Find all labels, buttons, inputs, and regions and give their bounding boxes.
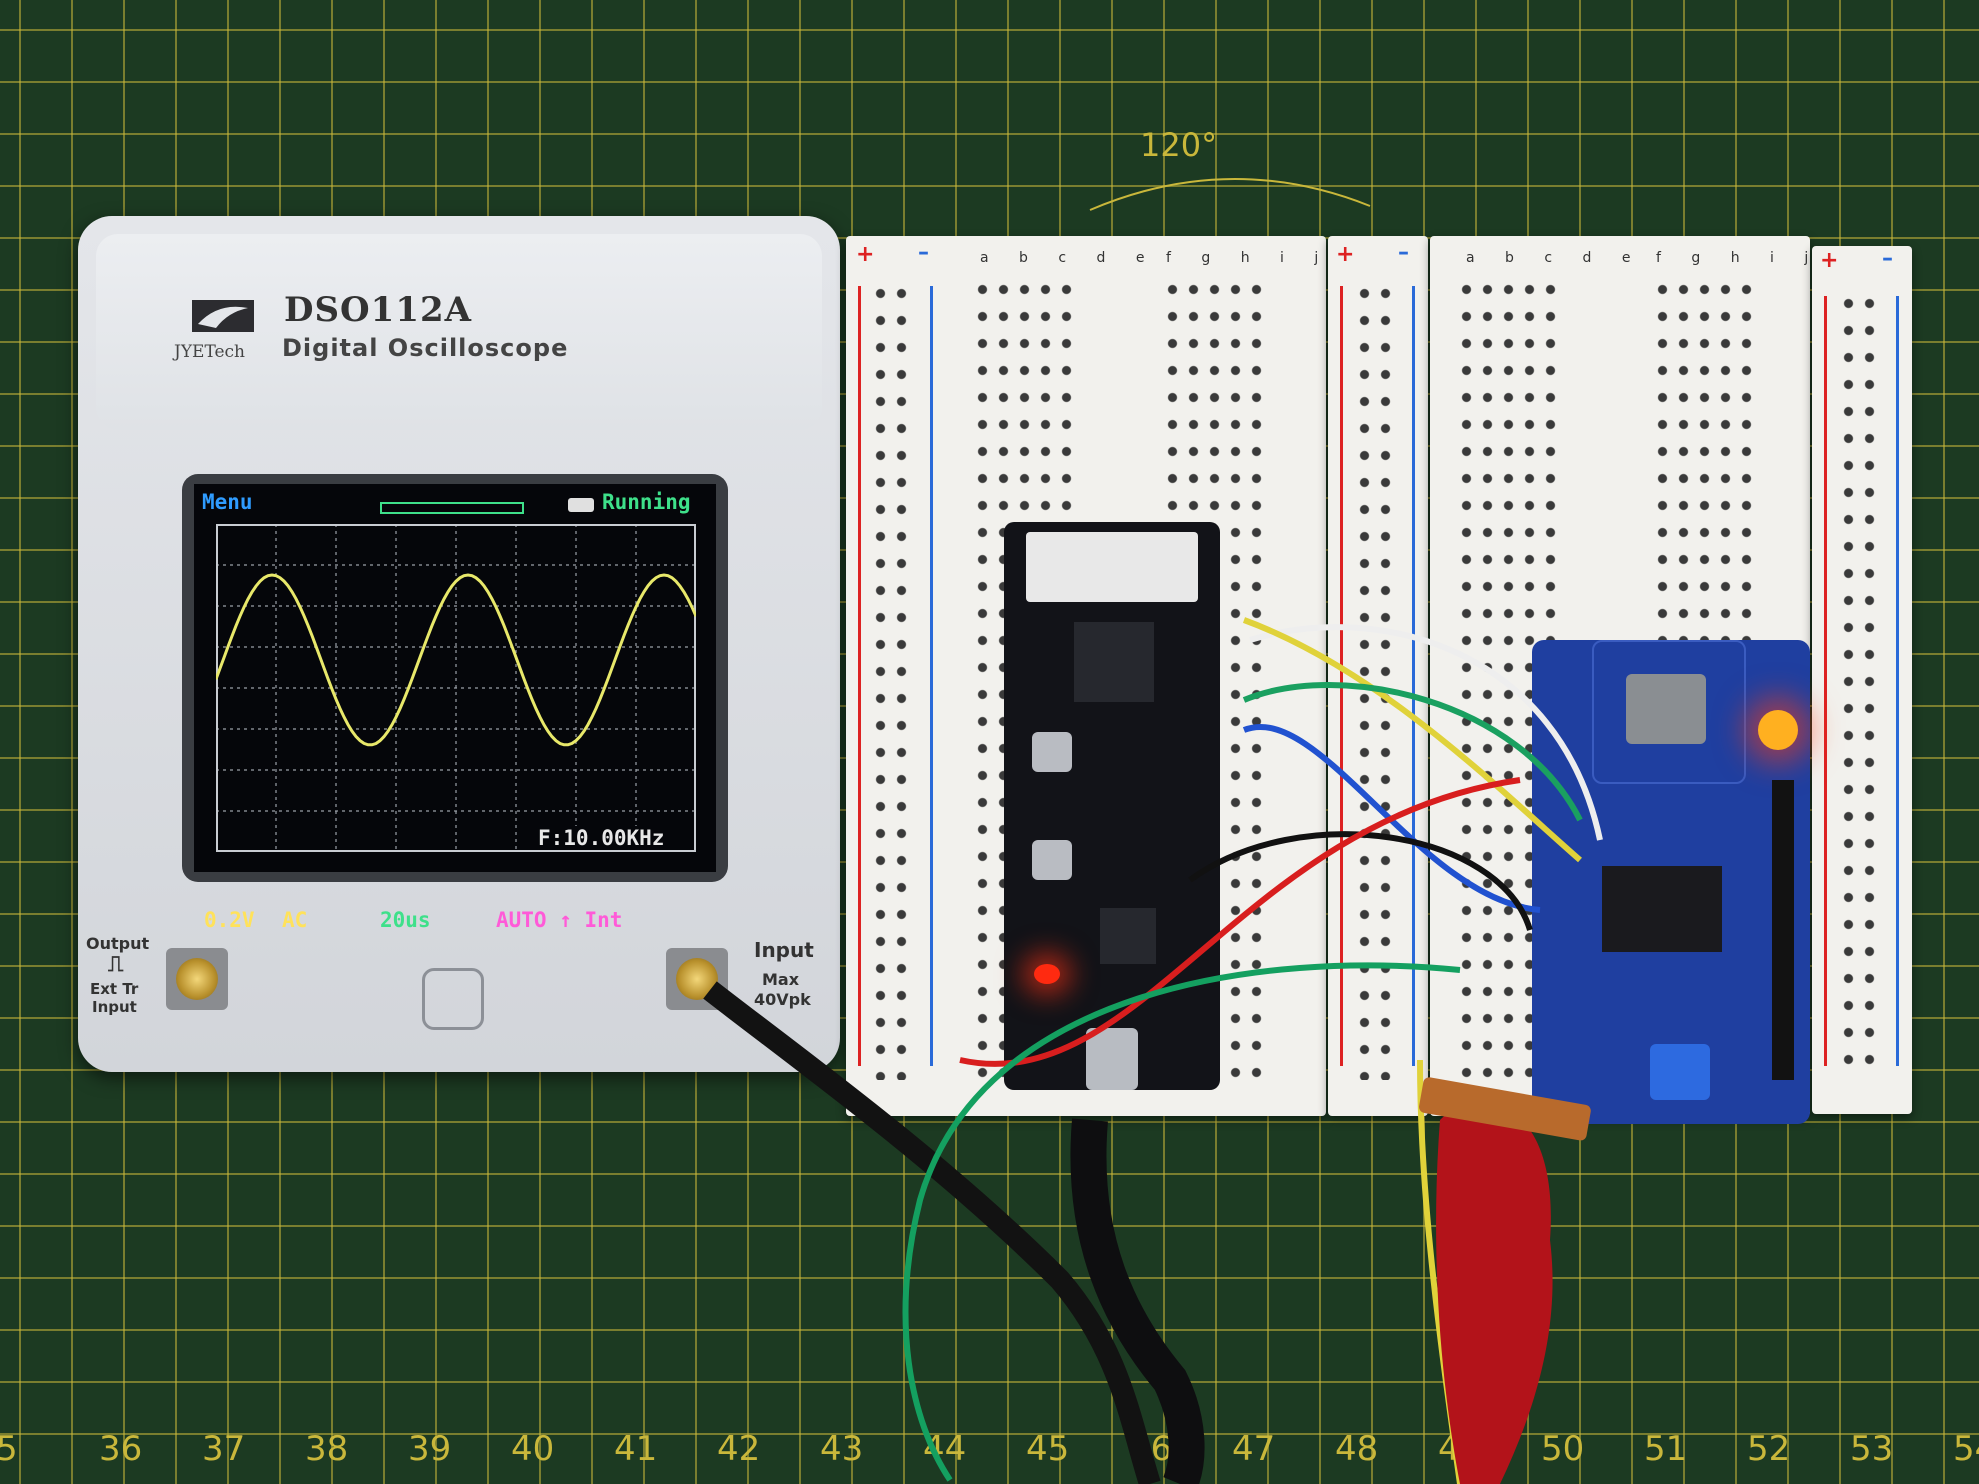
rail-plus-sign: + bbox=[1336, 242, 1355, 267]
product-name: Digital Oscilloscope bbox=[282, 334, 569, 362]
ruler-number: 42 bbox=[717, 1429, 760, 1469]
ruler-number: 41 bbox=[614, 1429, 657, 1469]
usb-c-port[interactable] bbox=[1086, 1028, 1138, 1090]
column-header-left: a b c d e bbox=[980, 250, 1158, 266]
scope-header-panel: DSO112A JYETech Digital Oscilloscope bbox=[96, 234, 822, 430]
ruler-number: 53 bbox=[1850, 1429, 1893, 1469]
run-status[interactable]: Running bbox=[602, 490, 691, 514]
rail-blue-line bbox=[1896, 296, 1899, 1066]
column-header-right: f g h i j bbox=[1656, 250, 1822, 266]
microcontroller-board bbox=[1004, 522, 1220, 1090]
status-led-icon bbox=[1758, 710, 1798, 750]
menu-label[interactable]: Menu bbox=[202, 490, 253, 514]
trigger-mode[interactable]: AUTO ↑ Int bbox=[496, 908, 623, 932]
battery-icon bbox=[568, 498, 594, 512]
rail-blue-line bbox=[930, 286, 933, 1066]
rail-red-line bbox=[1340, 286, 1343, 1066]
ruler-number: 40 bbox=[511, 1429, 554, 1469]
reset-button[interactable] bbox=[1032, 732, 1072, 772]
crocodile-clip-icon bbox=[1436, 1101, 1553, 1484]
frequency-readout: F:10.00KHz bbox=[534, 826, 669, 850]
ext-trigger-label: Ext Tr bbox=[90, 980, 139, 998]
column-header-right: f g h i j bbox=[1166, 250, 1332, 266]
wire-red bbox=[959, 777, 1521, 1067]
ext-input-label: Input bbox=[92, 998, 137, 1016]
ruler-number: 47 bbox=[1232, 1429, 1275, 1469]
coupling-mode[interactable]: AC bbox=[282, 908, 308, 932]
rail-plus-sign: + bbox=[1820, 248, 1839, 273]
wire-yellow bbox=[1242, 617, 1582, 863]
output-port-label: Output bbox=[86, 934, 150, 953]
manufacturer-name: JYETech bbox=[174, 342, 245, 362]
oscilloscope: DSO112A JYETech Digital Oscilloscope Men… bbox=[78, 216, 840, 1072]
home-button[interactable] bbox=[422, 968, 484, 1030]
power-rail-holes bbox=[870, 280, 914, 1080]
power-led-icon bbox=[1034, 964, 1060, 984]
right-rail-holes bbox=[1838, 290, 1882, 1080]
rail-plus-sign: + bbox=[856, 242, 875, 267]
wire-white bbox=[1249, 624, 1603, 841]
waveform-border bbox=[216, 524, 696, 852]
driver-chip bbox=[1100, 908, 1156, 964]
rail-blue-line bbox=[1412, 286, 1415, 1066]
ruler-number: 38 bbox=[305, 1429, 348, 1469]
rail-red-line bbox=[858, 286, 861, 1066]
input-port-label: Input bbox=[754, 938, 814, 962]
ruler-number: 50 bbox=[1541, 1429, 1584, 1469]
mat-ruler: 536373839404142434445464748495051525354 bbox=[0, 1429, 1979, 1469]
potentiometer[interactable] bbox=[1650, 1044, 1710, 1100]
ruler-number: 43 bbox=[820, 1429, 863, 1469]
timebase-position-bar bbox=[380, 502, 524, 514]
square-pulse-icon: ⎍ bbox=[108, 952, 124, 977]
rail-red-line bbox=[1824, 296, 1827, 1066]
header-pins bbox=[1772, 780, 1794, 1080]
jyetech-logo-icon bbox=[192, 300, 254, 332]
ruler-number: 36 bbox=[99, 1429, 142, 1469]
volts-per-div[interactable]: 0.2V bbox=[204, 908, 255, 932]
mcu-chip bbox=[1074, 622, 1154, 702]
clip-jaw bbox=[1419, 1077, 1591, 1141]
adc-module-board bbox=[1532, 640, 1810, 1124]
waveform-grid bbox=[216, 524, 696, 852]
input-max-label: Max bbox=[762, 970, 800, 989]
wire-green-top bbox=[1242, 682, 1583, 822]
breadboard-right-rail: + – bbox=[1812, 246, 1912, 1114]
time-per-div[interactable]: 20us bbox=[380, 908, 431, 932]
output-connector[interactable] bbox=[166, 948, 228, 1010]
wire-green-long bbox=[902, 962, 1461, 1482]
probe-cable bbox=[703, 981, 1161, 1484]
ruler-number: 48 bbox=[1335, 1429, 1378, 1469]
ruler-number: 45 bbox=[1026, 1429, 1069, 1469]
waveform-plot bbox=[216, 524, 696, 852]
ruler-number: 39 bbox=[408, 1429, 451, 1469]
adc-chip bbox=[1602, 866, 1722, 952]
mat-angle-label: 120° bbox=[1140, 126, 1218, 164]
ruler-number: 37 bbox=[202, 1429, 245, 1469]
rail-minus-sign: – bbox=[1882, 246, 1893, 271]
lcd-screen: Menu Running F:10.00KHz 0.2V AC 20us AUT… bbox=[194, 484, 716, 932]
ruler-number: 54 bbox=[1953, 1429, 1979, 1469]
wire-black bbox=[1188, 831, 1533, 931]
mat-angle-arc bbox=[1089, 178, 1371, 211]
sensor-chip bbox=[1626, 674, 1706, 744]
column-header-left: a b c d e bbox=[1466, 250, 1644, 266]
wire-blue bbox=[1242, 724, 1541, 913]
usb-cable bbox=[1070, 1118, 1205, 1484]
model-name: DSO112A bbox=[284, 290, 473, 330]
input-rating-label: 40Vpk bbox=[754, 990, 811, 1009]
ruler-number: 51 bbox=[1644, 1429, 1687, 1469]
boot-button[interactable] bbox=[1032, 840, 1072, 880]
rail-minus-sign: – bbox=[918, 240, 929, 265]
ruler-number: 52 bbox=[1747, 1429, 1790, 1469]
ruler-number: 5 bbox=[0, 1429, 18, 1469]
rail-minus-sign: – bbox=[1398, 240, 1409, 265]
signal-trace bbox=[216, 573, 696, 747]
wifi-module bbox=[1026, 532, 1198, 602]
